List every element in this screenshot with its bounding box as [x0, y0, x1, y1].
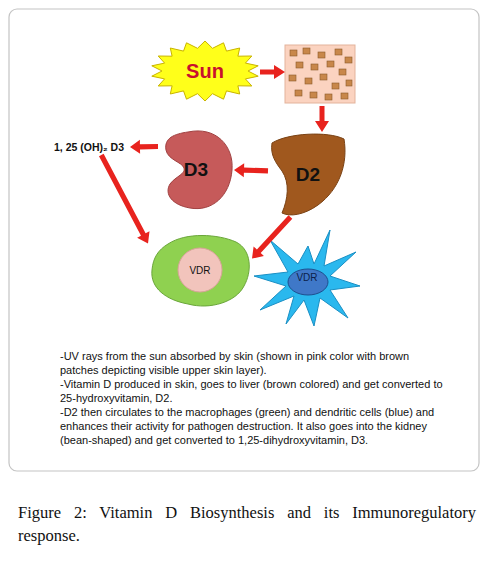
notes-block: -UV rays from the sun absorbed by skin (… — [60, 349, 445, 447]
node-text: VDR — [189, 265, 210, 276]
product-label: 1, 25 (OH)₂ D3 — [48, 139, 130, 155]
node-text: 1, 25 (OH)₂ D3 — [54, 141, 124, 153]
skin-layer — [285, 45, 355, 103]
figure-frame — [9, 9, 479, 471]
skin-to-liver-arrow — [315, 106, 329, 132]
sun-shape: Sun — [150, 40, 260, 102]
cell-nucleus — [288, 269, 328, 295]
caption-text: Figure 2: Vitamin D Biosynthesis and its… — [18, 501, 476, 547]
node-text: VDR — [296, 272, 317, 283]
liver-shape-body — [272, 134, 345, 215]
flow-arrow — [252, 215, 292, 258]
macrophage-cell: VDR — [148, 232, 252, 308]
liver-shape: D2 — [268, 133, 348, 217]
skin-patches — [289, 48, 352, 100]
skin-illustration — [285, 45, 355, 103]
node-text: Sun — [186, 60, 224, 83]
kidney-shape: D3 — [158, 128, 234, 212]
node-text: D2 — [296, 164, 320, 186]
flow-arrow — [130, 140, 158, 154]
dendritic-cell-body — [254, 230, 360, 326]
flow-arrow — [99, 154, 150, 244]
figure-caption: Figure 2: Vitamin D Biosynthesis and its… — [18, 501, 476, 547]
sun-to-skin-arrow — [260, 65, 285, 79]
note-text: -UV rays from the sun absorbed by skin (… — [60, 349, 445, 377]
macrophage-cell-body — [152, 236, 249, 306]
node-text: D3 — [184, 159, 208, 181]
flow-arrow — [234, 163, 268, 177]
note-text: -D2 then circulates to the macrophages (… — [60, 405, 445, 447]
dendritic-cell: VDR — [252, 226, 362, 328]
cell-nucleus — [178, 248, 222, 292]
sun-rays — [152, 41, 258, 101]
kidney-shape-body — [166, 131, 232, 209]
note-text: -Vitamin D produced in skin, goes to liv… — [60, 377, 445, 405]
